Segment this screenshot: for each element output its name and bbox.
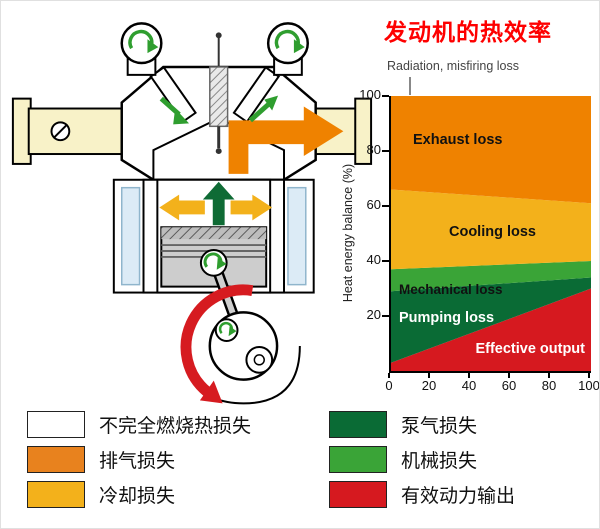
y-tick-label: 60 (366, 197, 381, 212)
x-tick-mark (548, 373, 550, 378)
x-tick-label: 0 (385, 378, 393, 393)
x-tick-mark (428, 373, 430, 378)
y-tick-label: 100 (359, 87, 381, 102)
y-tick-mark (382, 315, 389, 317)
label-cooling-loss: Cooling loss (449, 224, 536, 240)
legend-swatch (329, 411, 387, 438)
x-tick-label: 100 (578, 378, 600, 393)
crankshaft (186, 311, 301, 405)
y-tick-label: 20 (366, 307, 381, 322)
page-title: 发动机的热效率 (384, 19, 552, 45)
legend-label: 泵气损失 (401, 416, 478, 437)
camshaft-right (266, 22, 309, 76)
combustion-pressure-arrow (202, 181, 235, 226)
label-exhaust-loss: Exhaust loss (413, 132, 503, 148)
x-tick-label: 20 (421, 378, 437, 393)
cam-rotation-arrow-left (128, 29, 154, 50)
piston-pin (199, 249, 228, 277)
cooling-heat-arrow-right (230, 194, 273, 221)
legend-item-effective-output: 有效动力输出 (329, 481, 515, 508)
legend-swatch (27, 446, 85, 473)
stacked-area-chart (391, 96, 591, 371)
y-tick-mark (382, 205, 389, 207)
water-jacket-right (287, 186, 307, 286)
legend-swatch (329, 446, 387, 473)
x-tick-label: 80 (541, 378, 557, 393)
cooling-heat-arrow-left (159, 194, 205, 221)
legend-label: 排气损失 (99, 451, 176, 472)
legend-column-right: 泵气损失 机械损失 有效动力输出 (329, 411, 515, 516)
area-effective-output (391, 288, 591, 371)
x-tick-label: 60 (501, 378, 517, 393)
x-tick-mark (468, 373, 470, 378)
plot-area: Exhaust loss Cooling loss Mechanical los… (389, 96, 591, 373)
x-tick-mark (508, 373, 510, 378)
area-exhaust-loss (391, 96, 591, 204)
y-tick-mark (382, 95, 389, 97)
water-jacket-left (120, 186, 141, 286)
chart-annotation: Radiation, misfiring loss (387, 59, 519, 73)
legend-item-pumping-loss: 泵气损失 (329, 411, 515, 438)
legend-label: 机械损失 (401, 451, 478, 472)
legend-label: 不完全燃烧热损失 (99, 416, 252, 437)
crank-rotation-arrow (180, 284, 254, 404)
y-tick-label: 40 (366, 252, 381, 267)
area-pumping-loss (391, 277, 591, 363)
legend-swatch (329, 481, 387, 508)
legend-label: 冷却损失 (99, 486, 176, 507)
x-tick-label: 40 (461, 378, 477, 393)
legend-swatch (27, 411, 85, 438)
legend-swatch (27, 481, 85, 508)
label-pumping-loss: Pumping loss (399, 310, 495, 326)
area-mechanical-loss (391, 261, 591, 292)
legend-column-left: 不完全燃烧热损失 排气损失 冷却损失 (27, 411, 251, 516)
intake-flow-arrow (159, 96, 190, 125)
valve-intake (149, 66, 197, 124)
exhaust-flow-arrow (228, 106, 344, 174)
annotation-leader-line (409, 77, 411, 95)
legend-item-exhaust-loss: 排气损失 (27, 446, 251, 473)
y-tick-mark (382, 150, 389, 152)
legend-item-mechanical-loss: 机械损失 (329, 446, 515, 473)
x-tick-mark (588, 373, 590, 378)
label-mechanical-loss: Mechanical loss (399, 282, 503, 297)
legend-item-incomplete-combustion: 不完全燃烧热损失 (27, 411, 251, 438)
engine-diagram (11, 22, 373, 405)
legend-item-cooling-loss: 冷却损失 (27, 481, 251, 508)
cam-rotation-arrow-right (274, 29, 300, 50)
valve-exhaust (232, 66, 281, 124)
heat-balance-chart: Radiation, misfiring loss Heat energy ba… (339, 51, 600, 403)
camshaft-left (120, 22, 163, 76)
area-cooling-loss (391, 189, 591, 270)
y-tick-mark (382, 260, 389, 262)
piston-crown-hatch (161, 227, 267, 240)
exhaust-valve-flow-arrow (248, 95, 279, 123)
y-tick-label: 80 (366, 142, 381, 157)
x-tick-mark (388, 373, 390, 378)
legend-label: 有效动力输出 (401, 486, 516, 507)
label-effective-output: Effective output (475, 341, 585, 357)
y-axis-label: Heat energy balance (%) (341, 163, 355, 303)
spark-plug (209, 32, 229, 155)
